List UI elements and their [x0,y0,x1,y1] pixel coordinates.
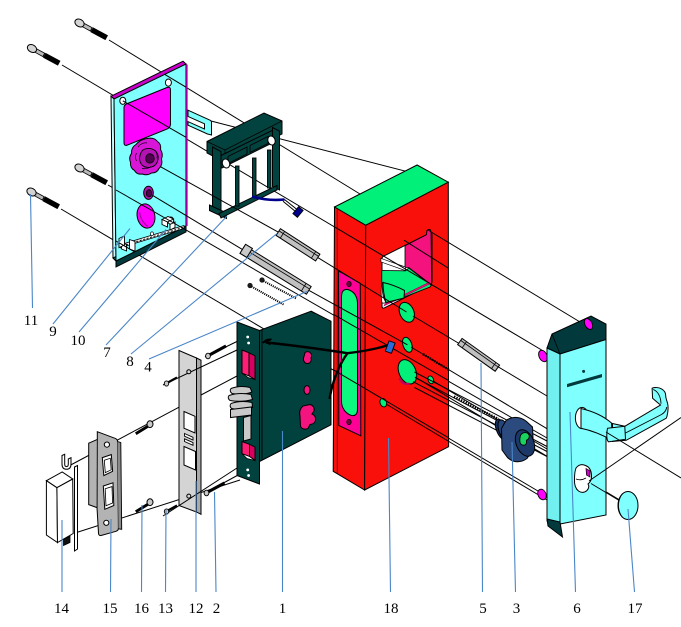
svg-text:12: 12 [189,601,204,617]
svg-text:3: 3 [513,601,521,617]
svg-text:14: 14 [54,601,70,617]
svg-text:7: 7 [103,345,111,361]
svg-text:5: 5 [479,601,487,617]
svg-text:15: 15 [103,601,118,617]
svg-text:11: 11 [24,313,38,329]
svg-text:10: 10 [71,333,86,349]
svg-text:17: 17 [628,601,644,617]
svg-text:9: 9 [49,324,57,340]
svg-text:8: 8 [126,354,134,370]
svg-text:2: 2 [213,601,221,617]
svg-text:18: 18 [384,601,399,617]
svg-text:4: 4 [144,360,152,376]
svg-text:13: 13 [158,601,173,617]
svg-text:1: 1 [279,601,287,617]
svg-text:6: 6 [573,601,581,617]
svg-text:16: 16 [134,601,150,617]
